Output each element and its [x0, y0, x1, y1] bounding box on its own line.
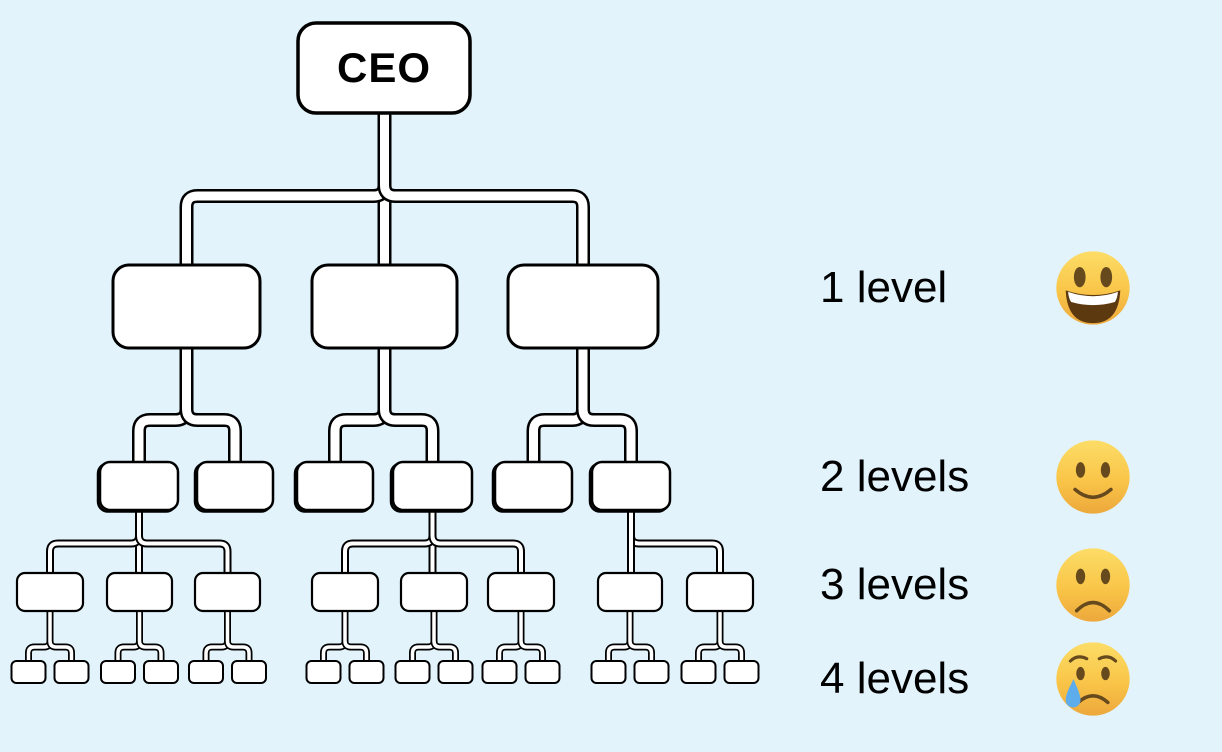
legend-label-1-level: 1 level	[820, 263, 948, 312]
org-box-level-3	[685, 571, 755, 613]
org-box-level-4	[633, 660, 670, 684]
org-box-level-4	[231, 660, 267, 684]
org-box-level-1	[506, 263, 660, 350]
legend-label-2-levels: 2 levels	[820, 452, 970, 501]
org-box-level-3	[105, 571, 174, 613]
crying-face-icon	[1054, 640, 1132, 718]
org-box-level-4	[143, 660, 179, 684]
org-box-level-4	[305, 660, 342, 684]
org-box-level-4	[10, 660, 47, 684]
org-box-level-4	[394, 660, 431, 684]
org-box-level-4	[680, 660, 717, 684]
org-box-level-2	[590, 460, 672, 512]
org-box-level-3	[596, 571, 664, 613]
org-box-level-4	[437, 660, 474, 684]
legend-row-2-levels: 2 levels	[820, 437, 1132, 517]
legend-row-4-levels: 4 levels	[820, 639, 1132, 719]
org-box-level-3	[310, 571, 380, 613]
org-box-level-1	[310, 263, 459, 350]
slightly-smiling-face-icon	[1054, 438, 1132, 516]
org-box-level-3	[486, 571, 556, 613]
legend-label-4-levels: 4 levels	[820, 654, 970, 703]
org-box-level-3	[193, 571, 262, 613]
org-box-level-1	[111, 263, 262, 350]
legend-label-3-levels: 3 levels	[820, 560, 970, 609]
org-boxes	[10, 21, 760, 684]
frowning-face-icon	[1054, 546, 1132, 624]
ceo-box-label: CEO	[336, 44, 431, 91]
org-box-level-4	[723, 660, 760, 684]
org-box-level-3	[399, 571, 469, 613]
org-box-level-4	[524, 660, 561, 684]
grinning-face-icon	[1054, 249, 1132, 327]
org-box-level-4	[188, 660, 224, 684]
org-box-level-3	[15, 571, 85, 613]
org-box-level-2	[195, 460, 275, 512]
legend-row-1-level: 1 level	[820, 248, 1132, 328]
org-box-level-4	[348, 660, 385, 684]
org-box-level-2	[493, 460, 574, 512]
org-box-level-4	[590, 660, 627, 684]
org-box-level-4	[53, 660, 90, 684]
org-box-level-4	[100, 660, 136, 684]
legend-row-3-levels: 3 levels	[820, 545, 1132, 625]
org-box-level-2	[295, 460, 375, 512]
org-box-level-2	[391, 460, 474, 512]
connector-tubes	[25, 113, 745, 661]
org-box-level-2	[98, 460, 180, 512]
org-box-level-4	[481, 660, 518, 684]
org-box-level-0	[296, 21, 472, 115]
